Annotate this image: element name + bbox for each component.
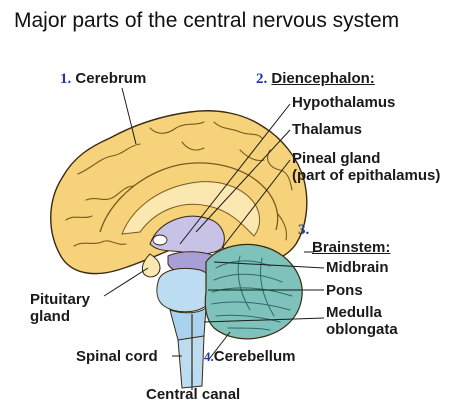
cerebrum-shape [50, 110, 308, 275]
label-diencephalon: 2. Diencephalon: [256, 70, 375, 88]
label-thalamus: Thalamus [292, 121, 363, 138]
label-central-canal: Central canal [146, 386, 241, 403]
text-medulla-line2: oblongata [326, 321, 398, 338]
label-hypothalamus: Hypothalamus [292, 94, 396, 111]
leader-midbrain [213, 261, 325, 269]
pituitary-shape [141, 253, 161, 278]
label-cerebrum: 1. Cerebrum [60, 70, 146, 88]
spinal-cord-shape [177, 314, 205, 390]
text-pineal-gland-line2: (part of epithalamus) [292, 167, 441, 184]
number-brainstem: 3. [298, 222, 310, 238]
label-pituitary: Pituitary gland [30, 291, 90, 325]
text-pituitary-line1: Pituitary [30, 291, 91, 308]
number-diencephalon: 2. [256, 71, 268, 87]
leader-medulla [203, 317, 325, 323]
text-cerebrum: Cerebrum [75, 70, 147, 87]
text-cerebellum: Cerebellum [213, 348, 296, 365]
text-brainstem: Brainstem: [312, 239, 391, 256]
text-pituitary-line2: gland [30, 308, 70, 325]
label-pons: Pons [326, 282, 363, 299]
text-medulla-line1: Medulla [326, 304, 382, 321]
label-medulla: Medulla oblongata [326, 304, 398, 338]
number-cerebrum: 1. [60, 71, 72, 87]
label-cerebellum: 4.Cerebellum [204, 348, 295, 365]
text-diencephalon: Diencephalon: [271, 70, 375, 87]
label-spinal-cord: Spinal cord [76, 348, 158, 365]
leader-cerebellum [209, 331, 231, 359]
leader-thalamus [195, 129, 291, 233]
diagram-title: Major parts of the central nervous syste… [14, 9, 400, 32]
leader-pituitary [103, 267, 149, 297]
label-pineal-gland: Pineal gland (part of epithalamus) [292, 150, 440, 184]
leader-cerebrum [121, 87, 137, 145]
label-brainstem: 3. Brainstem: [298, 222, 390, 256]
pons-shape [156, 268, 214, 313]
text-pineal-gland-line1: Pineal gland [292, 150, 381, 167]
label-midbrain: Midbrain [326, 259, 389, 276]
leader-pineal-gland [221, 159, 291, 249]
number-cerebellum: 4. [204, 349, 214, 364]
third-ventricle-opening [152, 234, 168, 246]
leader-lines [103, 87, 325, 384]
leader-hypothalamus [179, 103, 291, 245]
cerebellum-shape [204, 243, 303, 340]
